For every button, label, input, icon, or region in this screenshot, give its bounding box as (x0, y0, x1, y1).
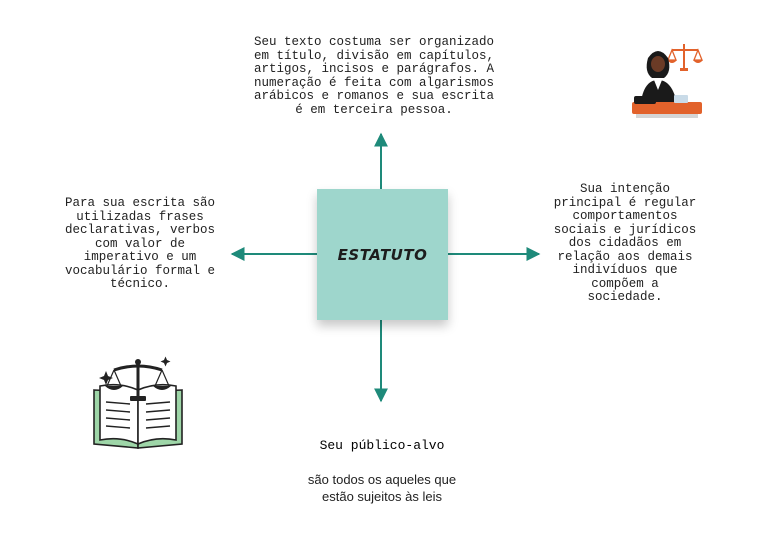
right-node-text: Sua intenção principal é regular comport… (553, 182, 697, 304)
law-book-with-scales-icon (93, 356, 183, 449)
center-label: ESTATUTO (337, 245, 428, 264)
bottom-node-line2: são todos os aqueles que estão sujeitos … (307, 472, 457, 504)
bottom-node-text: Seu público-alvo são todos os aqueles qu… (290, 420, 474, 522)
left-node-text: Para sua escrita são utilizadas frases d… (64, 196, 216, 291)
top-node-text: Seu texto costuma ser organizado em títu… (253, 35, 495, 117)
bottom-node-line1: Seu público-alvo (319, 438, 445, 453)
center-node: ESTATUTO (317, 189, 448, 320)
judge-with-scales-icon (632, 44, 703, 118)
